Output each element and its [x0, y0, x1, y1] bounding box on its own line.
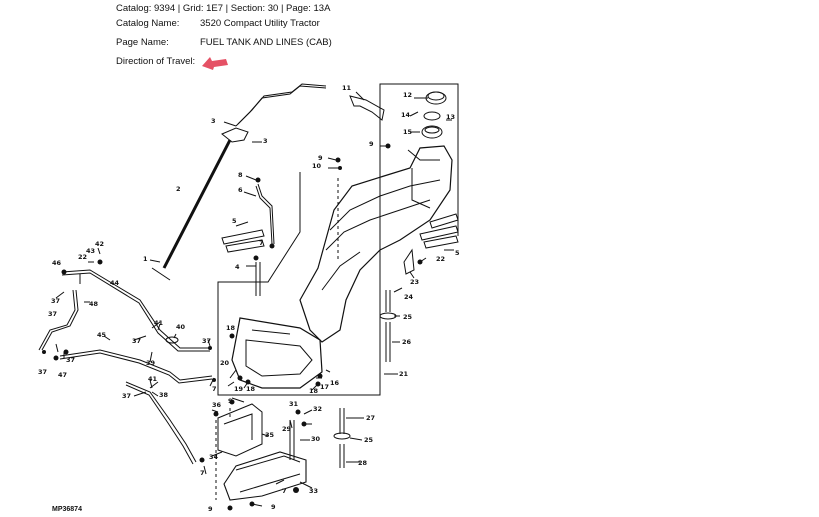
part-label: 42: [95, 240, 105, 248]
part-label: 43: [86, 247, 96, 255]
part-label: 37: [38, 368, 48, 376]
catalog-name-label: Catalog Name:: [116, 18, 180, 29]
catalog-name-value: 3520 Compact Utility Tractor: [200, 18, 320, 29]
part-label: 45: [97, 331, 107, 339]
part-label: 34: [209, 453, 219, 461]
part-label: 10: [312, 162, 322, 170]
part-label: 21: [399, 370, 409, 378]
direction-arrow-icon: [202, 57, 228, 70]
part-label: 5: [455, 249, 460, 257]
part-label: 27: [366, 414, 376, 422]
part-label: 38: [159, 391, 169, 399]
part-label: 25: [403, 313, 413, 321]
part-label: 18: [309, 387, 319, 395]
part-label: 37: [51, 297, 61, 305]
part-label: 36: [212, 401, 222, 409]
part-label: 37: [202, 337, 212, 345]
part-label: 12: [403, 91, 413, 99]
part-label: 47: [58, 371, 68, 379]
part-label: 25: [364, 436, 374, 444]
part-label: 7: [282, 487, 287, 495]
part-label: 4: [235, 263, 240, 271]
part-label: 24: [404, 293, 414, 301]
part-label: 31: [289, 400, 299, 408]
part-label: 39: [146, 359, 156, 367]
part-label: 20: [220, 359, 230, 367]
part-label: 7: [259, 239, 264, 247]
part-label: 7: [200, 469, 205, 477]
part-label: 30: [311, 435, 321, 443]
part-label: 41: [148, 375, 158, 383]
part-label: 5: [232, 217, 237, 225]
part-label: 37: [48, 310, 58, 318]
part-label: 41: [154, 319, 164, 327]
page-name-label: Page Name:: [116, 37, 169, 48]
part-label: 22: [78, 253, 88, 261]
part-label: 29: [282, 425, 292, 433]
part-label: 37: [132, 337, 142, 345]
part-label: 9: [208, 505, 213, 513]
part-label: 32: [313, 405, 323, 413]
part-label: 37: [122, 392, 132, 400]
part-label: 9: [318, 154, 323, 162]
part-label: 33: [309, 487, 319, 495]
part-label: 9: [228, 397, 233, 405]
part-label: 35: [265, 431, 275, 439]
part-label: 6: [238, 186, 243, 194]
direction-label: Direction of Travel:: [116, 56, 196, 67]
part-label: 44: [110, 279, 120, 287]
part-label: 23: [410, 278, 420, 286]
part-label: 3: [211, 117, 216, 125]
part-label: 2: [176, 185, 181, 193]
figure-code: MP36874: [52, 506, 82, 513]
part-label: 3: [263, 137, 268, 145]
part-label: 26: [402, 338, 412, 346]
part-label: 11: [342, 84, 352, 92]
part-label: 37: [66, 356, 76, 364]
part-label: 8: [238, 171, 243, 179]
part-label: 16: [330, 379, 340, 387]
part-label: 18: [246, 385, 256, 393]
part-label: 40: [176, 323, 186, 331]
part-label: 28: [358, 459, 368, 467]
part-label: 7: [212, 385, 217, 393]
part-label: 9: [369, 140, 374, 148]
part-label: 18: [226, 324, 236, 332]
part-label: 9: [271, 503, 276, 511]
part-label: 1: [143, 255, 148, 263]
part-label: 13: [446, 113, 456, 121]
part-label: 46: [52, 259, 62, 267]
part-label: 15: [403, 128, 413, 136]
part-label: 22: [436, 255, 446, 263]
part-label: 19: [234, 385, 244, 393]
part-label: 17: [320, 383, 330, 391]
part-label: 48: [89, 300, 99, 308]
part-label: 14: [401, 111, 411, 119]
catalog-info: Catalog: 9394 | Grid: 1E7 | Section: 30 …: [116, 3, 331, 14]
page-name-value: FUEL TANK AND LINES (CAB): [200, 37, 332, 48]
